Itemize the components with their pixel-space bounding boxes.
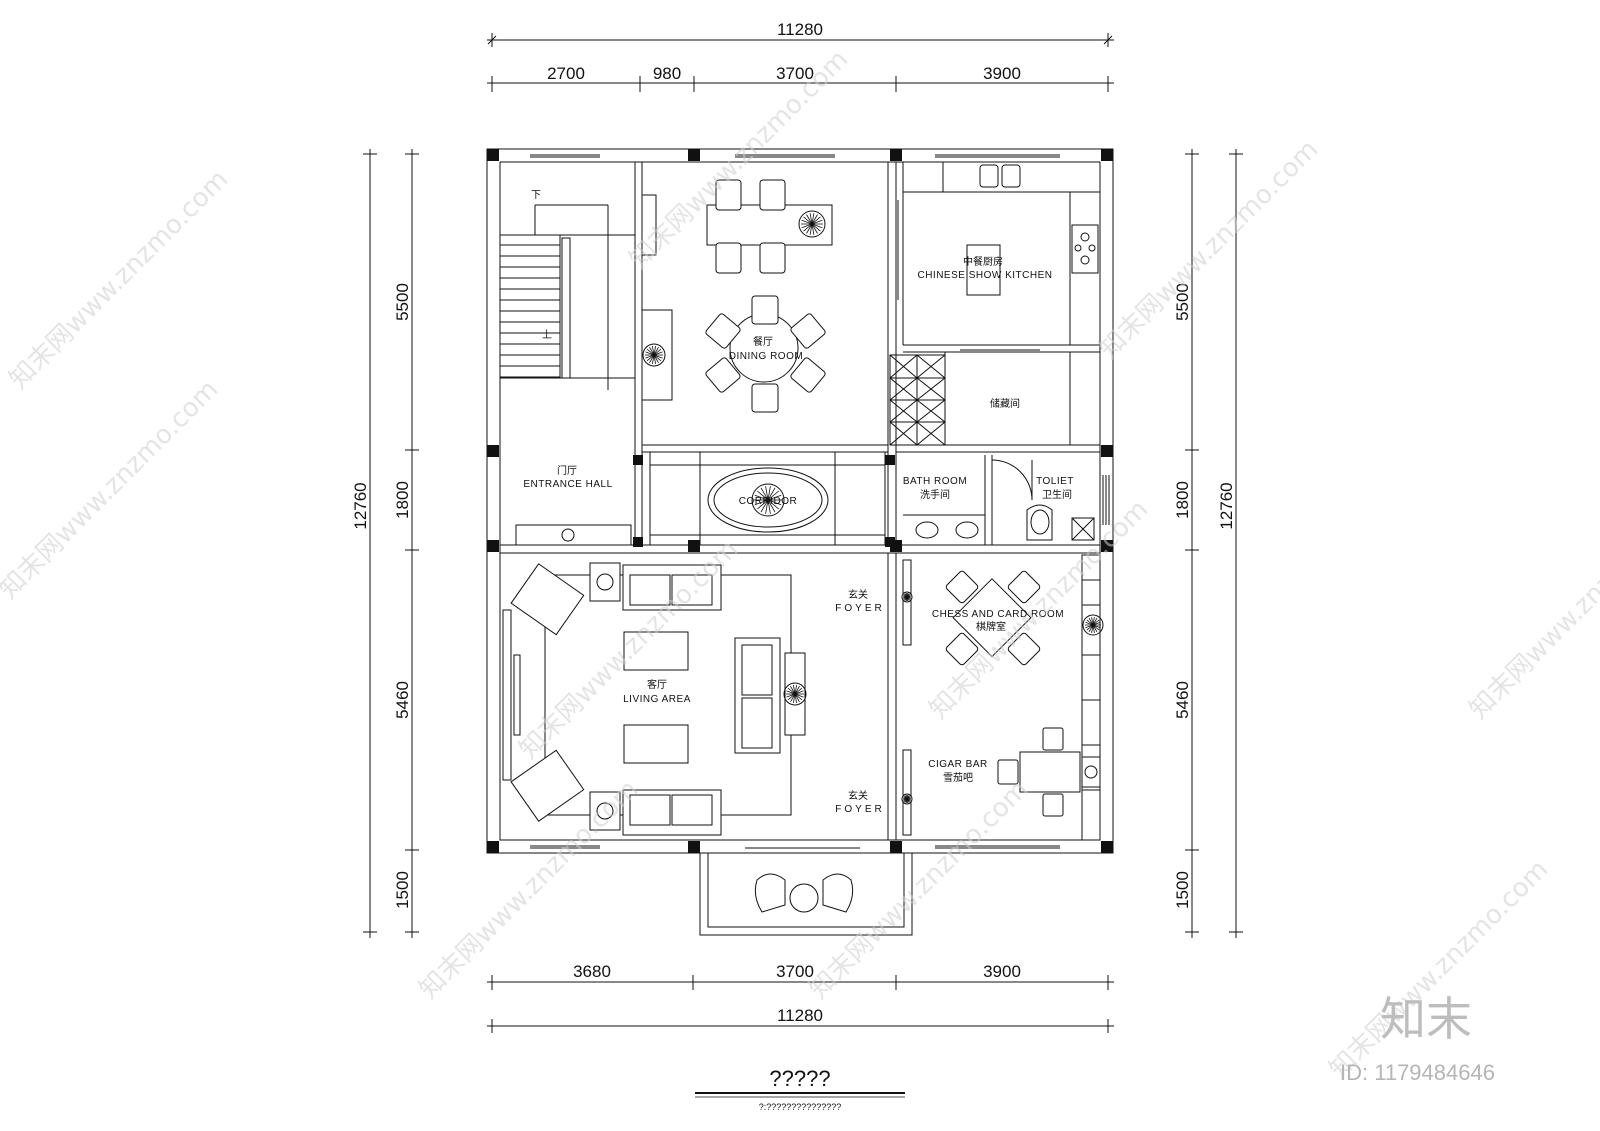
- dim-right-seg-2: 1800: [1173, 481, 1192, 519]
- dim-left-seg-3: 5460: [393, 681, 412, 719]
- dim-top-seg-1: 2700: [547, 64, 585, 83]
- balcony: [700, 848, 912, 935]
- dim-top-seg-3: 3700: [776, 64, 814, 83]
- cigar-label-zh: 雪茄吧: [943, 771, 973, 784]
- corridor-rug: [708, 468, 828, 532]
- drawing-title: ?????: [769, 1066, 830, 1091]
- plant-icon: [801, 213, 823, 235]
- watermark-text: 知末网www.znzmo.com: [4, 164, 235, 395]
- chess-label-en: CHESS AND CARD ROOM: [932, 609, 1064, 620]
- bath-label-en: BATH ROOM: [903, 476, 967, 487]
- stair-treads: [500, 245, 560, 377]
- dim-top-seg-2: 980: [653, 64, 681, 83]
- toilet-label-en: TOLIET: [1036, 476, 1074, 487]
- dining-label-en: DINING ROOM: [729, 351, 803, 362]
- foyer-bottom-label-en: FOYER: [835, 804, 884, 815]
- storage-label: 储藏间: [990, 397, 1020, 410]
- plant-icon: [1085, 617, 1101, 633]
- dim-right-seg-3: 5460: [1173, 681, 1192, 719]
- dim-bottom-seg-3: 3900: [983, 962, 1021, 981]
- bathroom-fixtures: [903, 460, 1094, 540]
- dining-label-zh: 餐厅: [753, 335, 773, 348]
- chess-label-zh: 棋牌室: [976, 620, 1006, 633]
- living-label-en: LIVING AREA: [623, 694, 691, 705]
- watermark-text: 知末网www.znzmo.com: [1094, 134, 1325, 365]
- entrance-label-en: ENTRANCE HALL: [523, 479, 612, 490]
- dim-bottom-seg-2: 3700: [776, 962, 814, 981]
- dim-bottom-seg-1: 3680: [573, 962, 611, 981]
- columns: [487, 149, 1113, 853]
- staircase: [500, 205, 635, 390]
- dim-top-seg-4: 3900: [983, 64, 1021, 83]
- cigar-label-en: CIGAR BAR: [928, 759, 988, 770]
- watermark-id: ID: 1179484646: [1340, 1060, 1495, 1085]
- kitchen-label-zh: 中餐厨房: [963, 255, 1003, 268]
- stair-up-label: 上: [542, 329, 552, 341]
- entrance-label-zh: 门厅: [557, 464, 577, 477]
- dim-right-seg-1: 5500: [1173, 283, 1192, 321]
- watermark-brand-logo: 知末: [1380, 992, 1472, 1046]
- drawing-subtitle: ?:???????????????: [759, 1102, 842, 1112]
- dim-right-seg-4: 1500: [1173, 871, 1192, 909]
- plant-icon: [786, 685, 804, 703]
- bath-label-zh: 洗手间: [920, 488, 950, 501]
- dim-left-seg-2: 1800: [393, 481, 412, 519]
- plant-icon: [754, 486, 782, 514]
- entrance-furniture: [516, 525, 631, 545]
- dim-left-seg-1: 5500: [393, 283, 412, 321]
- living-label-zh: 客厅: [647, 678, 667, 691]
- plant-icon: [903, 795, 911, 803]
- dim-bottom-total: 11280: [777, 1006, 823, 1025]
- dimension-labels: 11280 2700 980 3700 3900 3680 3700 3900 …: [351, 20, 1236, 1025]
- watermark-text: 知末网www.znzmo.com: [1464, 494, 1600, 725]
- watermark-text: 知末网www.znzmo.com: [0, 374, 224, 605]
- kitchen-label-en: CHINESE SHOW KITCHEN: [917, 270, 1052, 281]
- kitchen-fixtures: [898, 162, 1100, 350]
- stair-down-label: 下: [531, 190, 541, 201]
- dining-furniture: [642, 180, 832, 412]
- chess-cigar-furniture: [945, 555, 1103, 840]
- living-furniture: [503, 560, 912, 835]
- storage-shelving: [890, 352, 945, 445]
- walls: [487, 149, 1113, 853]
- dim-left-total: 12760: [351, 482, 370, 529]
- dim-left-seg-4: 1500: [393, 871, 412, 909]
- plant-icon: [903, 593, 911, 601]
- foyer-bottom-label-zh: 玄关: [848, 789, 868, 802]
- toilet-label-zh: 卫生间: [1042, 488, 1072, 501]
- foyer-top-label-en: FOYER: [835, 603, 884, 614]
- dim-top-total: 11280: [777, 20, 823, 39]
- decorative-plants: [645, 213, 1101, 803]
- watermarks: 知末网www.znzmo.com 知末网www.znzmo.com 知末网www…: [0, 44, 1600, 1085]
- dimension-lines: [363, 33, 1243, 1033]
- watermark-text: 知末网www.znzmo.com: [1324, 854, 1555, 1085]
- foyer-top-label-zh: 玄关: [848, 588, 868, 601]
- plant-icon: [645, 346, 663, 364]
- dim-right-total: 12760: [1217, 482, 1236, 529]
